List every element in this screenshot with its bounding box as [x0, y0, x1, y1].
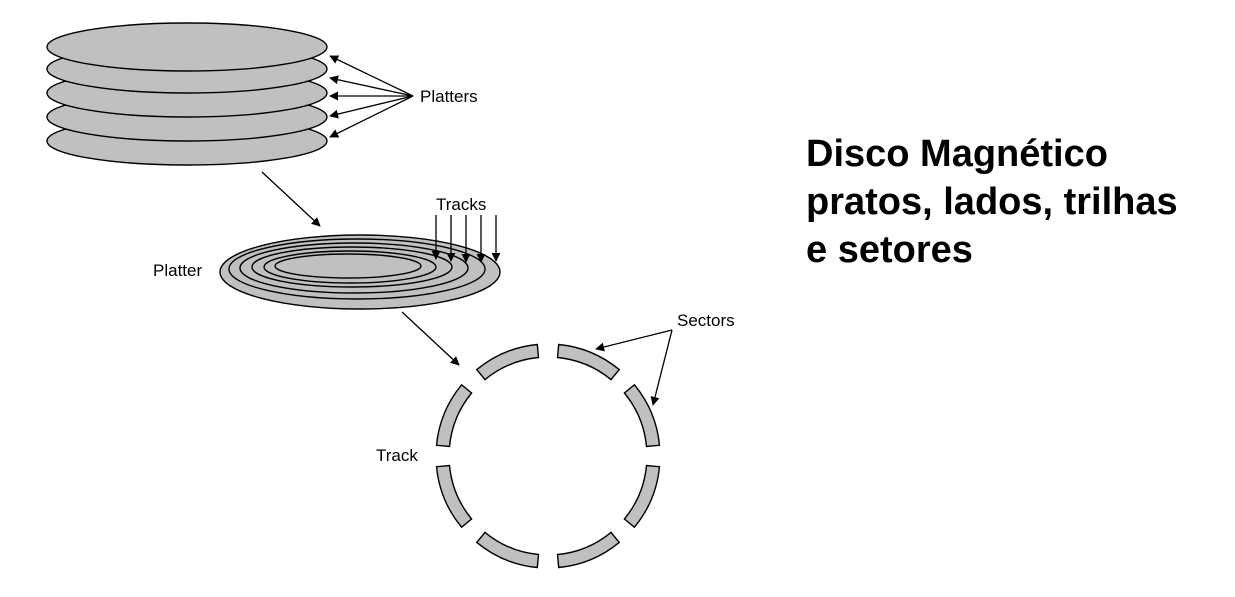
track-label: Track	[376, 446, 418, 465]
platter-label: Platter	[153, 261, 202, 280]
platter-disk	[46, 22, 328, 72]
slide-title: Disco Magnético pratos, lados, trilhas e…	[806, 130, 1231, 274]
track-sector	[475, 343, 540, 381]
title-line-3: e setores	[806, 229, 973, 271]
track-sector	[435, 383, 473, 448]
track-sector	[556, 531, 621, 569]
platters-arrows	[329, 55, 414, 138]
sectors-arrows	[595, 329, 673, 406]
platters-label: Platters	[420, 87, 478, 106]
arrow-stack-to-platter	[261, 171, 321, 227]
title-line-2: pratos, lados, trilhas	[806, 181, 1178, 223]
title-line-1: Disco Magnético	[806, 133, 1108, 175]
track-sector	[623, 383, 661, 448]
track-sector	[623, 464, 661, 529]
sector-ring	[435, 343, 661, 569]
tracks-label: Tracks	[436, 195, 486, 214]
single-platter	[219, 234, 501, 310]
sectors-label: Sectors	[677, 311, 735, 330]
tracks-arrows	[431, 215, 501, 263]
arrow-platter-to-track	[401, 311, 460, 366]
track-sector	[435, 464, 473, 529]
platter-stack	[46, 22, 328, 166]
track-sector	[556, 343, 621, 381]
track-ring	[274, 253, 422, 279]
track-sector	[475, 531, 540, 569]
